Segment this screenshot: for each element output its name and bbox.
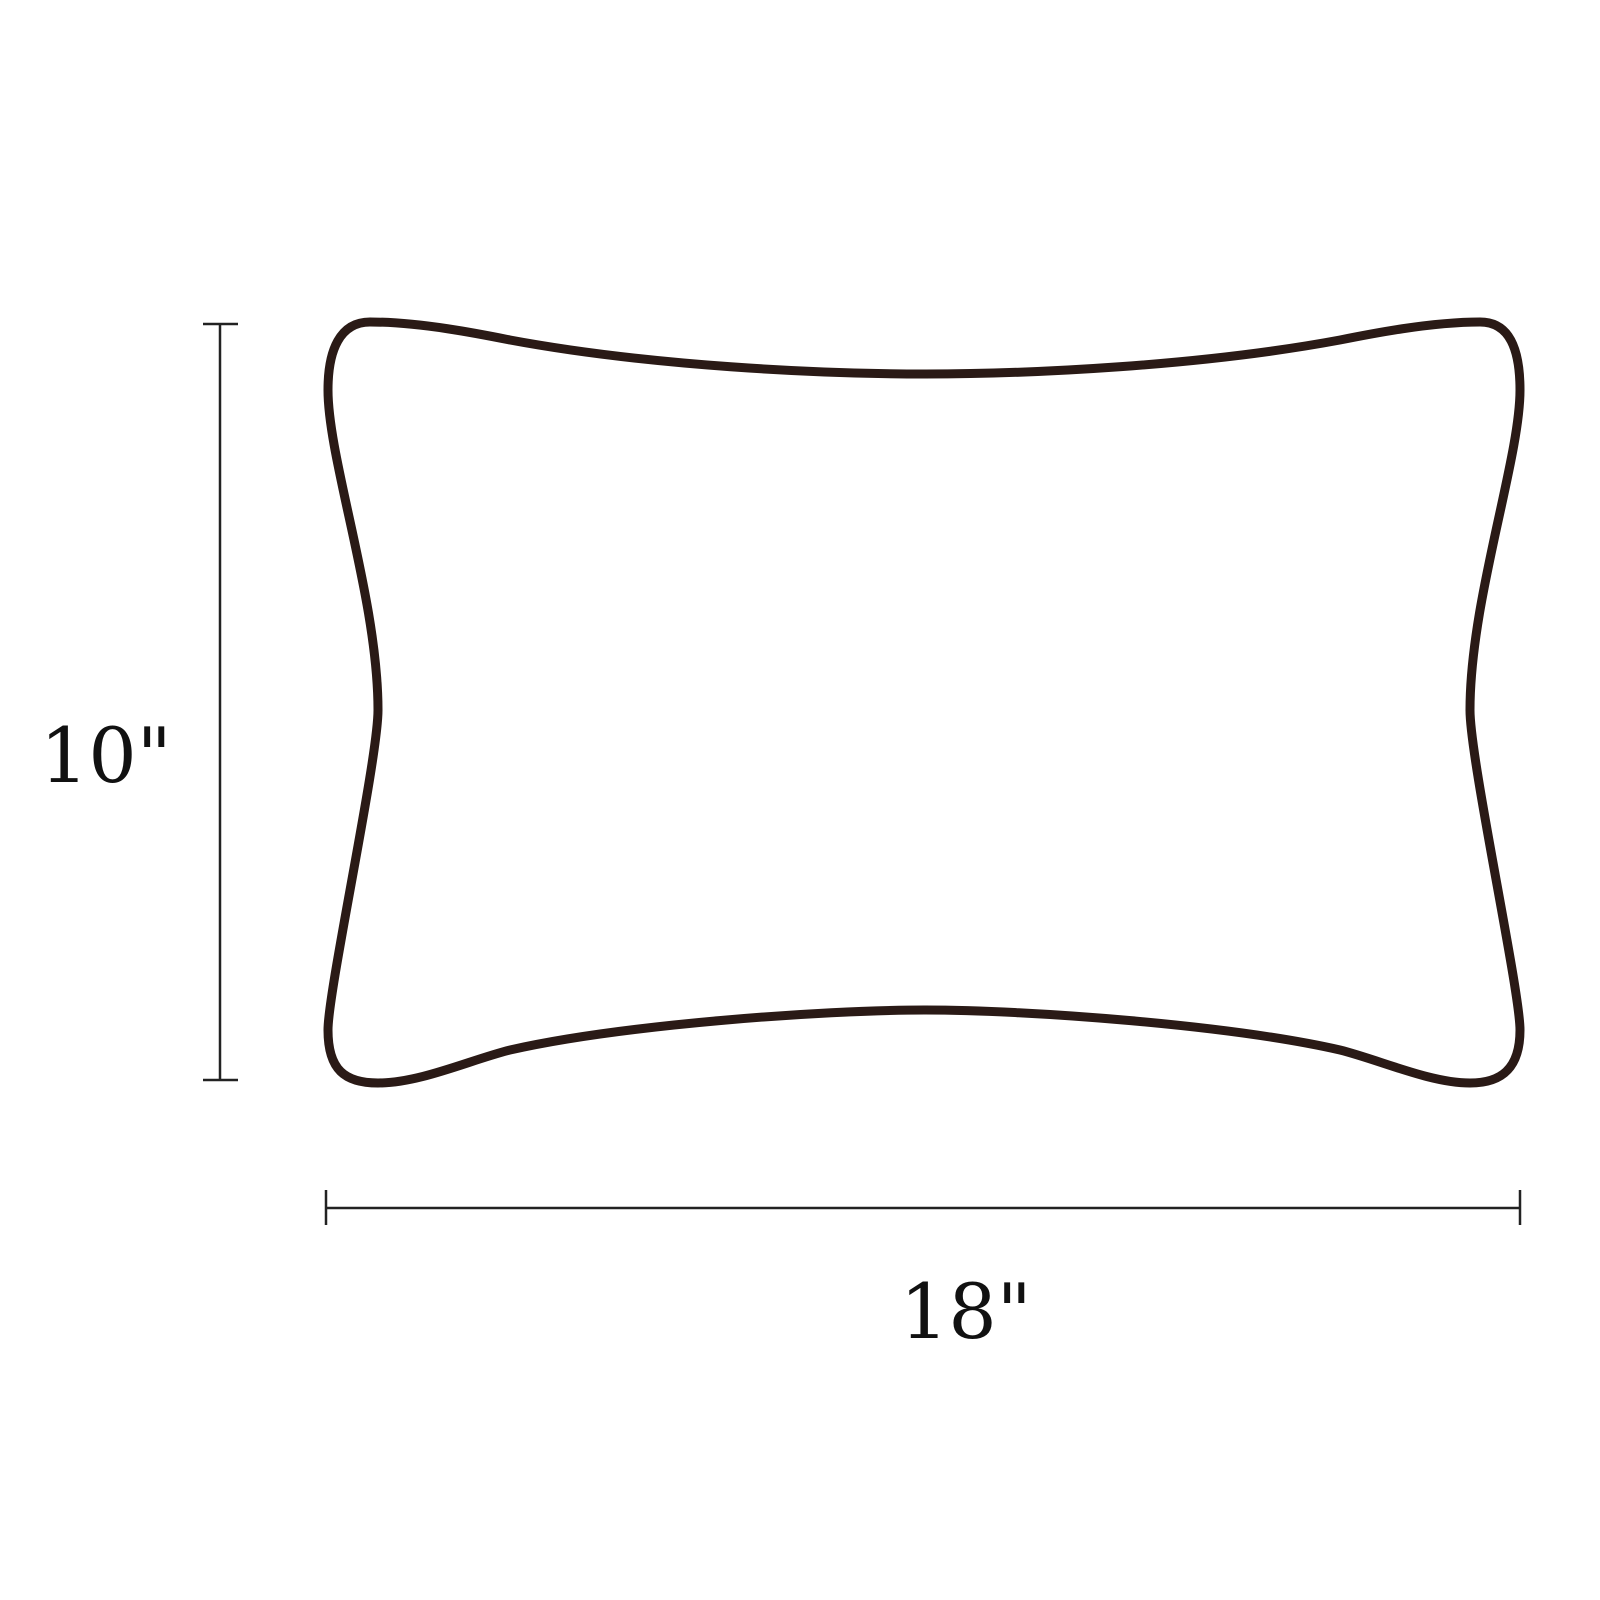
height-label: 10": [40, 711, 172, 800]
width-dimension-line: [324, 1190, 1522, 1225]
pillow-outline: [323, 317, 1525, 1088]
width-label: 18": [900, 1267, 1032, 1356]
height-dimension-line: [203, 322, 238, 1082]
